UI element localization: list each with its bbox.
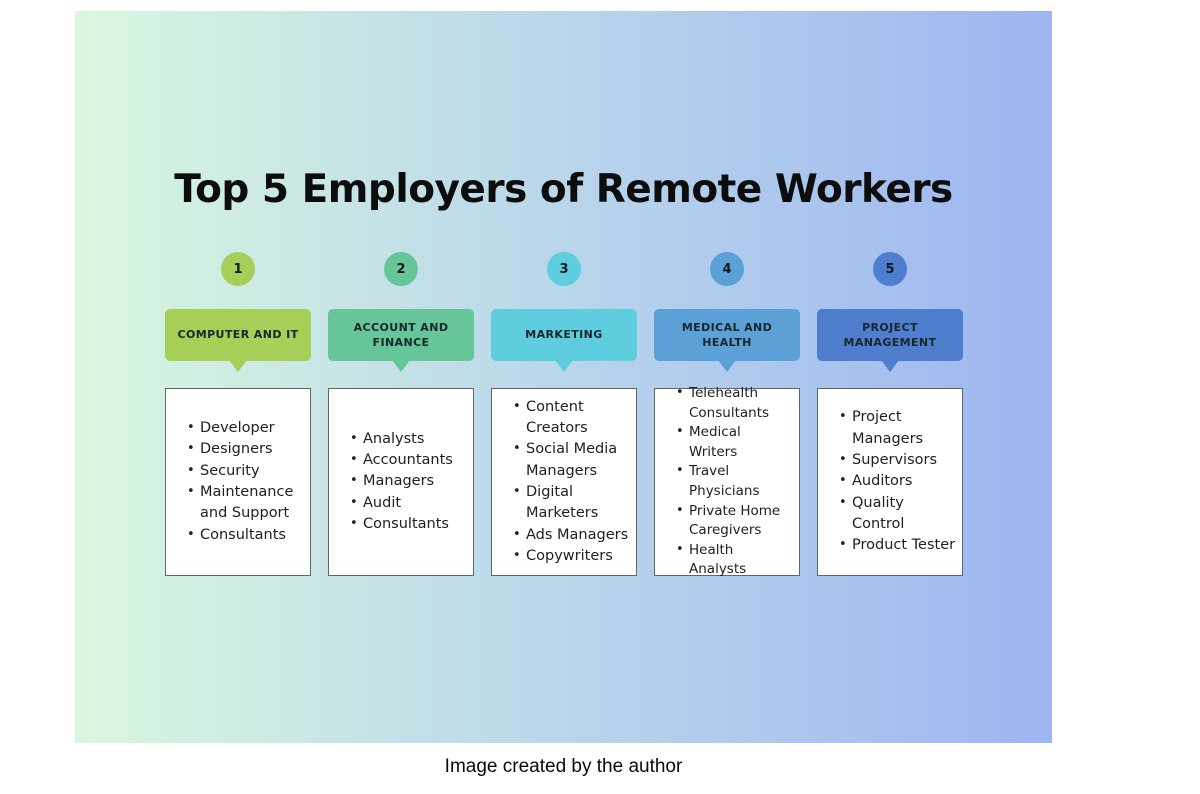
column-medical-and-health: 4 MEDICAL AND HEALTH Telehealth Consulta… [654, 252, 800, 577]
rank-badge-5: 5 [873, 252, 907, 286]
list-item: Content Creators [512, 397, 630, 440]
job-list: Telehealth ConsultantsMedical WritersTra… [655, 384, 799, 580]
job-list-card: Telehealth ConsultantsMedical WritersTra… [654, 384, 800, 577]
list-item: Accountants [349, 450, 467, 471]
list-item: Developer [186, 418, 304, 439]
list-item: Medical Writers [675, 423, 793, 462]
list-item: Project Managers [838, 407, 956, 450]
list-item: Consultants [349, 514, 467, 535]
category-header-marketing: MARKETING [491, 309, 637, 361]
columns-row: 1 COMPUTER AND IT DeveloperDesignersSecu… [165, 252, 963, 577]
image-caption: Image created by the author [444, 756, 683, 777]
list-item: Ads Managers [512, 525, 630, 546]
job-list: Content CreatorsSocial Media ManagersDig… [492, 397, 636, 568]
list-item: Analysts [349, 429, 467, 450]
category-header-medical-and-health: MEDICAL AND HEALTH [654, 309, 800, 361]
list-item: Maintenance and Support [186, 482, 304, 525]
job-list: AnalystsAccountantsManagersAuditConsulta… [329, 429, 473, 536]
list-item: Managers [349, 471, 467, 492]
list-item: Copywriters [512, 546, 630, 567]
list-item: Social Media Managers [512, 439, 630, 482]
rank-badge-3: 3 [547, 252, 581, 286]
rank-badge-2: 2 [384, 252, 418, 286]
list-item: Health Analysts [675, 541, 793, 580]
job-list-card: AnalystsAccountantsManagersAuditConsulta… [328, 388, 474, 576]
list-item: Supervisors [838, 450, 956, 471]
list-item: Private Home Caregivers [675, 502, 793, 541]
list-item: Auditors [838, 471, 956, 492]
list-item: Designers [186, 439, 304, 460]
infographic-title: Top 5 Employers of Remote Workers [174, 167, 953, 212]
category-header-computer-and-it: COMPUTER AND IT [165, 309, 311, 361]
list-item: Consultants [186, 525, 304, 546]
list-item: Quality Control [838, 493, 956, 536]
job-list-card: Content CreatorsSocial Media ManagersDig… [491, 388, 637, 576]
job-list: Project ManagersSupervisorsAuditorsQuali… [818, 407, 962, 556]
rank-badge-1: 1 [221, 252, 255, 286]
category-header-project-management: PROJECT MANAGEMENT [817, 309, 963, 361]
rank-badge-4: 4 [710, 252, 744, 286]
list-item: Product Tester [838, 535, 956, 556]
list-item: Security [186, 461, 304, 482]
job-list-card: Project ManagersSupervisorsAuditorsQuali… [817, 388, 963, 576]
list-item: Audit [349, 493, 467, 514]
column-marketing: 3 MARKETING Content CreatorsSocial Media… [491, 252, 637, 576]
column-account-and-finance: 2 ACCOUNT AND FINANCE AnalystsAccountant… [328, 252, 474, 576]
list-item: Telehealth Consultants [675, 384, 793, 423]
infographic-panel: Top 5 Employers of Remote Workers 1 COMP… [75, 11, 1052, 743]
list-item: Digital Marketers [512, 482, 630, 525]
job-list-card: DeveloperDesignersSecurityMaintenance an… [165, 388, 311, 576]
column-project-management: 5 PROJECT MANAGEMENT Project ManagersSup… [817, 252, 963, 576]
column-computer-and-it: 1 COMPUTER AND IT DeveloperDesignersSecu… [165, 252, 311, 576]
job-list: DeveloperDesignersSecurityMaintenance an… [166, 418, 310, 546]
category-header-account-and-finance: ACCOUNT AND FINANCE [328, 309, 474, 361]
list-item: Travel Physicians [675, 462, 793, 501]
